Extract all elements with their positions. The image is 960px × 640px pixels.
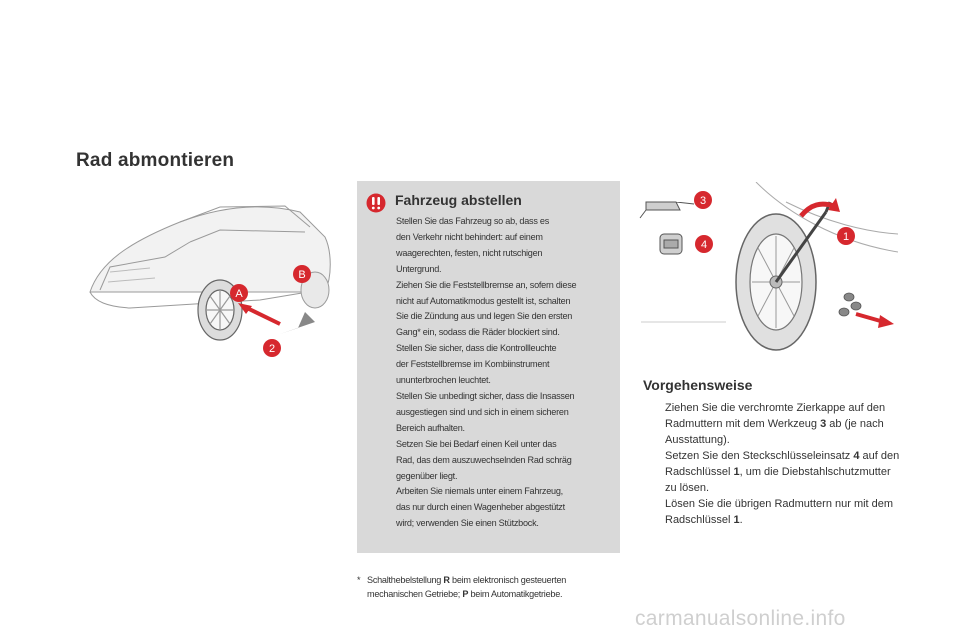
step-text: Setzen Sie den Steckschlüsseleinsatz	[665, 450, 854, 462]
warning-paragraph: Stellen Sie das Fahrzeug so ab, dass es …	[396, 216, 550, 274]
svg-text:1: 1	[843, 231, 849, 243]
page-title: Rad abmontieren	[76, 150, 235, 171]
callout-2: 2	[263, 339, 281, 357]
callout-a: A	[230, 284, 248, 302]
footnote-marker: *	[357, 575, 361, 585]
svg-text:A: A	[235, 288, 243, 300]
warning-body: Stellen Sie das Fahrzeug so ab, dass es …	[396, 214, 618, 532]
footnote-text: Schalthebelstellung	[367, 575, 444, 585]
step-text: .	[739, 514, 743, 526]
warning-paragraph: Stellen Sie unbedingt sicher, dass die I…	[396, 390, 575, 433]
step-text: ab (je nach Ausstattung).	[665, 418, 884, 446]
footnote-bold: R	[443, 575, 450, 585]
svg-text:2: 2	[269, 343, 275, 355]
footnote-text: beim Automatikgetriebe.	[468, 589, 563, 599]
warning-panel: Fahrzeug abstellen Stellen Sie das Fahrz…	[357, 181, 620, 553]
step-text: , um die Diebstahlschutzmutter zu lösen.	[665, 466, 891, 494]
footnote: * Schalthebelstellung R beim elektronisch…	[357, 573, 627, 601]
watermark: carmanualsonline.info	[635, 607, 846, 630]
car-jack-illustration: A B 2	[89, 205, 331, 357]
warning-paragraph: Setzen Sie bei Bedarf einen Keil unter d…	[396, 438, 572, 481]
footnote-text: beim elektronisch gesteuerten	[449, 575, 567, 585]
footnote-line-1: * Schalthebelstellung R beim elektronisch…	[357, 573, 627, 587]
wheel-tools-illustration: 3 4 1	[639, 182, 898, 351]
svg-text:4: 4	[701, 239, 707, 251]
step-ref: 3	[820, 418, 827, 430]
procedure-step: Setzen Sie den Steckschlüsseleinsatz 4 a…	[645, 448, 905, 496]
procedure-steps: Ziehen Sie die verchromte Zierkappe auf …	[645, 400, 905, 528]
warning-paragraph: Stellen Sie sicher, dass die Kontrollleu…	[396, 343, 557, 386]
svg-text:3: 3	[700, 195, 706, 207]
callout-1: 1	[837, 227, 855, 245]
svg-text:B: B	[298, 269, 305, 281]
step-text: Lösen Sie die übrigen Radmuttern nur mit…	[665, 498, 894, 526]
procedure-title: Vorgehensweise	[643, 377, 753, 393]
callout-3: 3	[694, 191, 712, 209]
footnote-line-2: mechanischen Getriebe; P beim Automatikg…	[357, 587, 627, 601]
callout-b: B	[293, 265, 311, 283]
step-ref: 4	[853, 450, 860, 462]
footnote-text: mechanischen Getriebe;	[367, 589, 463, 599]
procedure-step: Lösen Sie die übrigen Radmuttern nur mit…	[645, 496, 905, 528]
warning-title: Fahrzeug abstellen	[395, 192, 522, 208]
footnote-bold: P	[462, 589, 469, 599]
step-ref: 1	[733, 514, 740, 526]
step-text: auf den Radschlüssel	[665, 450, 900, 478]
warning-icon	[366, 193, 386, 213]
callout-4: 4	[695, 235, 713, 253]
warning-paragraph: Arbeiten Sie niemals unter einem Fahrzeu…	[396, 486, 565, 529]
procedure-step: Ziehen Sie die verchromte Zierkappe auf …	[645, 400, 905, 448]
warning-paragraph: Ziehen Sie die Feststellbremse an, sofer…	[396, 279, 577, 338]
step-ref: 1	[733, 466, 740, 478]
step-text: Ziehen Sie die verchromte Zierkappe auf …	[665, 402, 886, 430]
